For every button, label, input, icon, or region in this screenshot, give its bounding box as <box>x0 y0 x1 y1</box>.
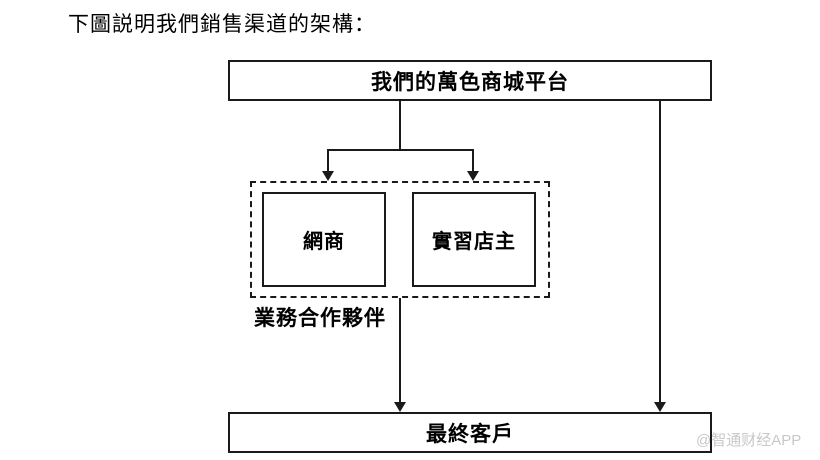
customer-node: 最終客戶 <box>228 412 712 453</box>
partner-node-label: 網商 <box>303 231 345 253</box>
connector-drop-left <box>327 149 329 172</box>
page-title: 下圖説明我們銷售渠道的架構： <box>68 12 376 36</box>
arrow-down-icon <box>394 402 406 412</box>
connector-platform-to-split <box>399 101 401 150</box>
partner-node-label: 實習店主 <box>432 231 516 253</box>
partners-group-label: 業務合作夥伴 <box>254 306 386 330</box>
partner-node-online-merchants: 網商 <box>262 192 386 287</box>
connector-partners-to-customer <box>399 298 401 403</box>
arrow-down-icon <box>322 171 334 181</box>
platform-node-label: 我們的萬色商城平台 <box>371 69 569 94</box>
partner-node-trainee-shopkeepers: 實習店主 <box>412 192 536 287</box>
connector-platform-to-customer <box>659 101 661 403</box>
connector-split-horizontal <box>327 149 474 151</box>
watermark: @智通财经APP <box>696 432 802 449</box>
platform-node: 我們的萬色商城平台 <box>228 60 712 101</box>
arrow-down-icon <box>654 402 666 412</box>
arrow-down-icon <box>467 171 479 181</box>
connector-drop-right <box>472 149 474 172</box>
customer-node-label: 最終客戶 <box>426 421 514 446</box>
